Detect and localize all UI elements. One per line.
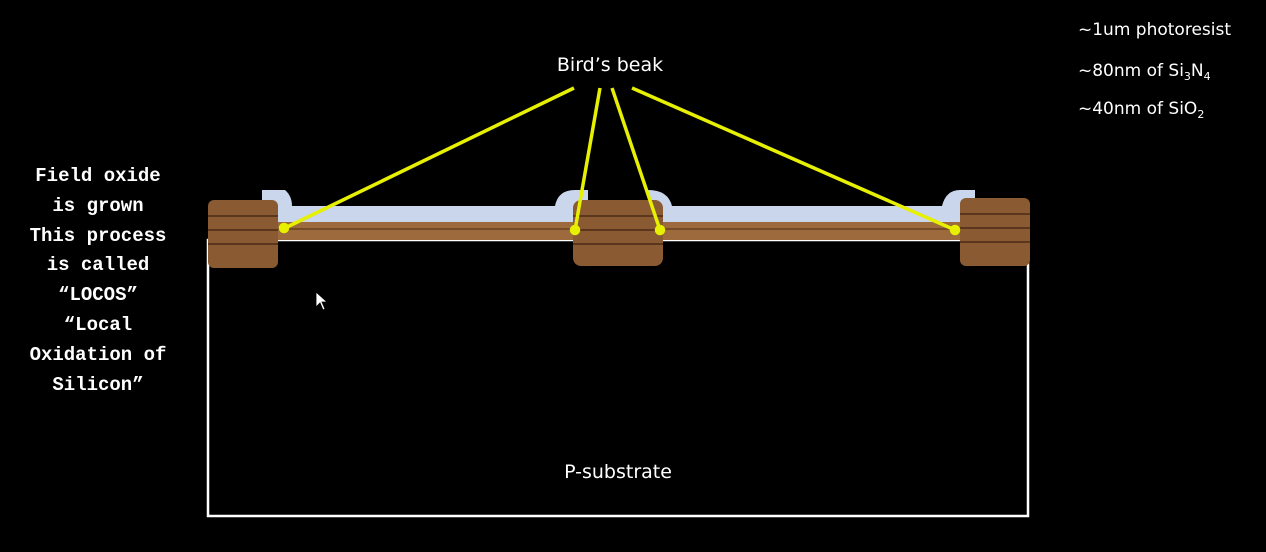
side-line: Field oxide	[35, 165, 160, 187]
arrow-head	[569, 224, 581, 236]
pad-oxide-left	[275, 222, 575, 240]
pad-oxide-right	[660, 222, 962, 240]
field-oxide-right	[960, 198, 1030, 266]
side-line: is grown	[52, 195, 143, 217]
side-line: “Local	[64, 314, 132, 336]
arrow-line	[573, 87, 602, 231]
note-nitride: ~80nm of Si3N4	[1078, 61, 1211, 83]
note-oxide: ~40nm of SiO2	[1078, 99, 1204, 121]
birds-beak-arrows	[278, 86, 961, 236]
birds-beak-label: Bird’s beak	[557, 54, 663, 76]
note-photoresist: ~1um photoresist	[1078, 20, 1231, 40]
side-line: is called	[47, 254, 150, 276]
field-oxide-center	[573, 200, 663, 266]
arrow-line	[284, 86, 575, 230]
side-line: “LOCOS”	[58, 284, 138, 306]
arrow-head	[278, 222, 290, 234]
mouse-cursor-icon	[315, 291, 329, 311]
side-line: Oxidation of	[30, 344, 167, 366]
side-line: This process	[30, 225, 167, 247]
nitride-layer-right	[648, 190, 975, 222]
arrow-head	[654, 224, 666, 236]
arrow-head	[949, 224, 961, 236]
arrow-line	[610, 87, 662, 231]
arrow-line	[631, 86, 956, 232]
substrate-label: P-substrate	[564, 461, 672, 483]
side-line: Silicon”	[52, 374, 143, 396]
field-oxide-left	[208, 200, 278, 268]
nitride-layer-left	[262, 190, 588, 222]
side-explanation: Field oxide is grown This process is cal…	[30, 165, 167, 396]
